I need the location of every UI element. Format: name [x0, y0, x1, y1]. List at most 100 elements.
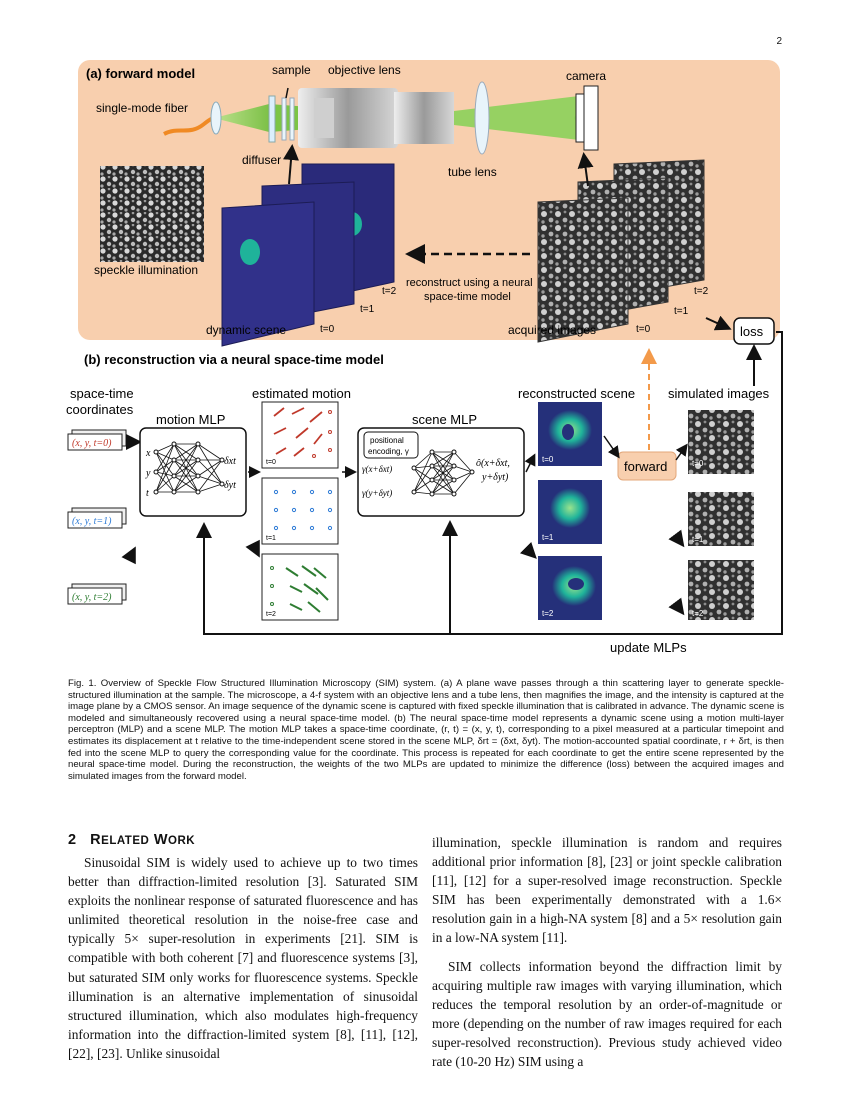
objective-front [314, 98, 334, 138]
section-number: 2 [68, 832, 77, 848]
motion-t0-label: t=0 [266, 459, 276, 466]
scene-mlp-nodes [411, 449, 475, 497]
panel-b-title: (b) reconstruction via a neural space-ti… [84, 352, 384, 367]
reconstruct-note-2: space-time model [424, 291, 511, 303]
positional-label-2: encoding, γ [368, 447, 409, 456]
gamma-y: γ(y+δyt) [362, 488, 392, 498]
motion-field-t1: t=1 [261, 477, 339, 545]
input-y: y [145, 468, 151, 479]
motion-mlp-box [139, 427, 247, 517]
camera-sensor [575, 93, 585, 143]
scene-to-recon-arrow [524, 453, 536, 473]
motion-t2-label: t=2 [266, 611, 276, 618]
diffuser [268, 95, 276, 143]
coord-card-t0: (x, y, t=0) [67, 429, 127, 451]
dynamic-scene-label: dynamic scene [206, 323, 286, 337]
coord-t2-text: (x, y, t=2) [72, 592, 112, 603]
recon-t0: t=0 [538, 402, 602, 466]
reconstruct-note-1: reconstruct using a neural [406, 277, 533, 289]
simulated-t1: t=1 [688, 492, 754, 546]
output-dy: δyt [224, 480, 236, 491]
collimating-lens [210, 101, 222, 135]
input-t: t [146, 488, 149, 499]
speckle-illumination-image [100, 166, 204, 262]
recon-t2: t=2 [538, 556, 602, 620]
acquired-images-label: acquired images [508, 323, 596, 337]
motion-field-t2: t=2 [261, 553, 339, 621]
scene-mlp-net [413, 451, 473, 495]
motion-field-t0: t=0 [261, 401, 339, 469]
coord-card-t1: (x, y, t=1) [67, 507, 127, 529]
section-title-w: W [153, 832, 169, 848]
gamma-x: γ(x+δxt) [362, 464, 392, 474]
positional-label-1: positional [370, 436, 404, 445]
speckle-illumination-label: speckle illumination [94, 263, 198, 277]
recon-to-forward-arrow [603, 435, 620, 459]
beam-in [214, 104, 269, 132]
coords-label-1: space-time [70, 386, 134, 401]
panel-a-title: (a) forward model [86, 66, 195, 81]
sample-pointer [285, 87, 289, 99]
motion-mlp-net [155, 443, 223, 493]
simulated-t2: t=2 [688, 560, 754, 620]
fiber-label: single-mode fiber [96, 101, 188, 115]
recon-t1-label: t=1 [542, 533, 554, 542]
acquired-images-stack [537, 159, 705, 343]
left-column: Sinusoidal SIM is widely used to achieve… [68, 853, 418, 1063]
loss-label: loss [740, 324, 764, 339]
scene-mlp-label: scene MLP [412, 412, 477, 427]
camera-to-images-arrow [577, 152, 594, 187]
scene-t2-label: t=2 [382, 286, 397, 297]
figure-caption: Fig. 1. Overview of Speckle Flow Structu… [68, 678, 785, 782]
coord-t1-arrow [121, 546, 136, 565]
positional-encoding-box [363, 431, 419, 459]
dynamic-scene-stack [221, 163, 395, 347]
images-to-loss-arrow [705, 315, 732, 331]
sample-slide-2 [289, 97, 295, 141]
camera-label: camera [566, 69, 606, 83]
diffuser-pointer [283, 144, 299, 185]
recon-t0-label: t=0 [542, 455, 554, 464]
tube-lens-label: tube lens [448, 165, 497, 179]
scene-t1-label: t=1 [360, 304, 375, 315]
update-loop-to-motion [196, 331, 783, 635]
sim-t2-arrow [668, 597, 685, 616]
simulated-t0: t=0 [688, 410, 754, 474]
motion-mlp-label: motion MLP [156, 412, 225, 427]
objective-body [298, 88, 398, 148]
objective-back [394, 92, 454, 144]
right-column: illumination, speckle illumination is ra… [432, 833, 782, 1071]
recon-t1-arrow [519, 541, 537, 559]
section-heading: 2 RELATED WORK [68, 832, 195, 848]
coord-t0-text: (x, y, t=0) [72, 438, 112, 449]
forward-to-sim-arrow [675, 443, 688, 461]
simulated-images-label: simulated images [668, 386, 770, 401]
motion-t1-label: t=1 [266, 535, 276, 542]
reconstructed-scene-label: reconstructed scene [518, 386, 635, 401]
o-hat-1: ô(x+δxt, [476, 458, 510, 469]
sim-t2-label: t=2 [692, 609, 704, 618]
sample-label: sample [272, 63, 311, 77]
coord-card-t2: (x, y, t=2) [67, 583, 127, 605]
output-dx: δxt [224, 456, 236, 467]
recon-t1: t=1 [538, 480, 602, 544]
input-x: x [145, 448, 151, 459]
acquired-frame-t0 [537, 197, 629, 343]
section-title-elated: ELATED [101, 835, 150, 847]
scene-t0-label: t=0 [320, 324, 335, 335]
coord-t1-text: (x, y, t=1) [72, 516, 112, 527]
sim-t1-arrow [668, 529, 685, 548]
sim-t1-label: t=1 [692, 535, 704, 544]
section-title-ork: ORK [168, 835, 196, 847]
right-paragraph-2: SIM collects information beyond the diff… [432, 958, 782, 1070]
estimated-motion-label: estimated motion [252, 386, 351, 401]
sim-t0-label: t=0 [692, 459, 704, 468]
camera-body [583, 85, 599, 151]
objective-label: objective lens [328, 63, 401, 77]
update-mlps-label: update MLPs [610, 640, 687, 655]
tube-lens [474, 81, 490, 155]
motion-mlp-nodes [153, 441, 225, 495]
figure-1: (a) forward model single-mode fiber samp… [64, 56, 786, 656]
recon-t2-label: t=2 [542, 609, 554, 618]
section-title-r: R [90, 832, 102, 848]
